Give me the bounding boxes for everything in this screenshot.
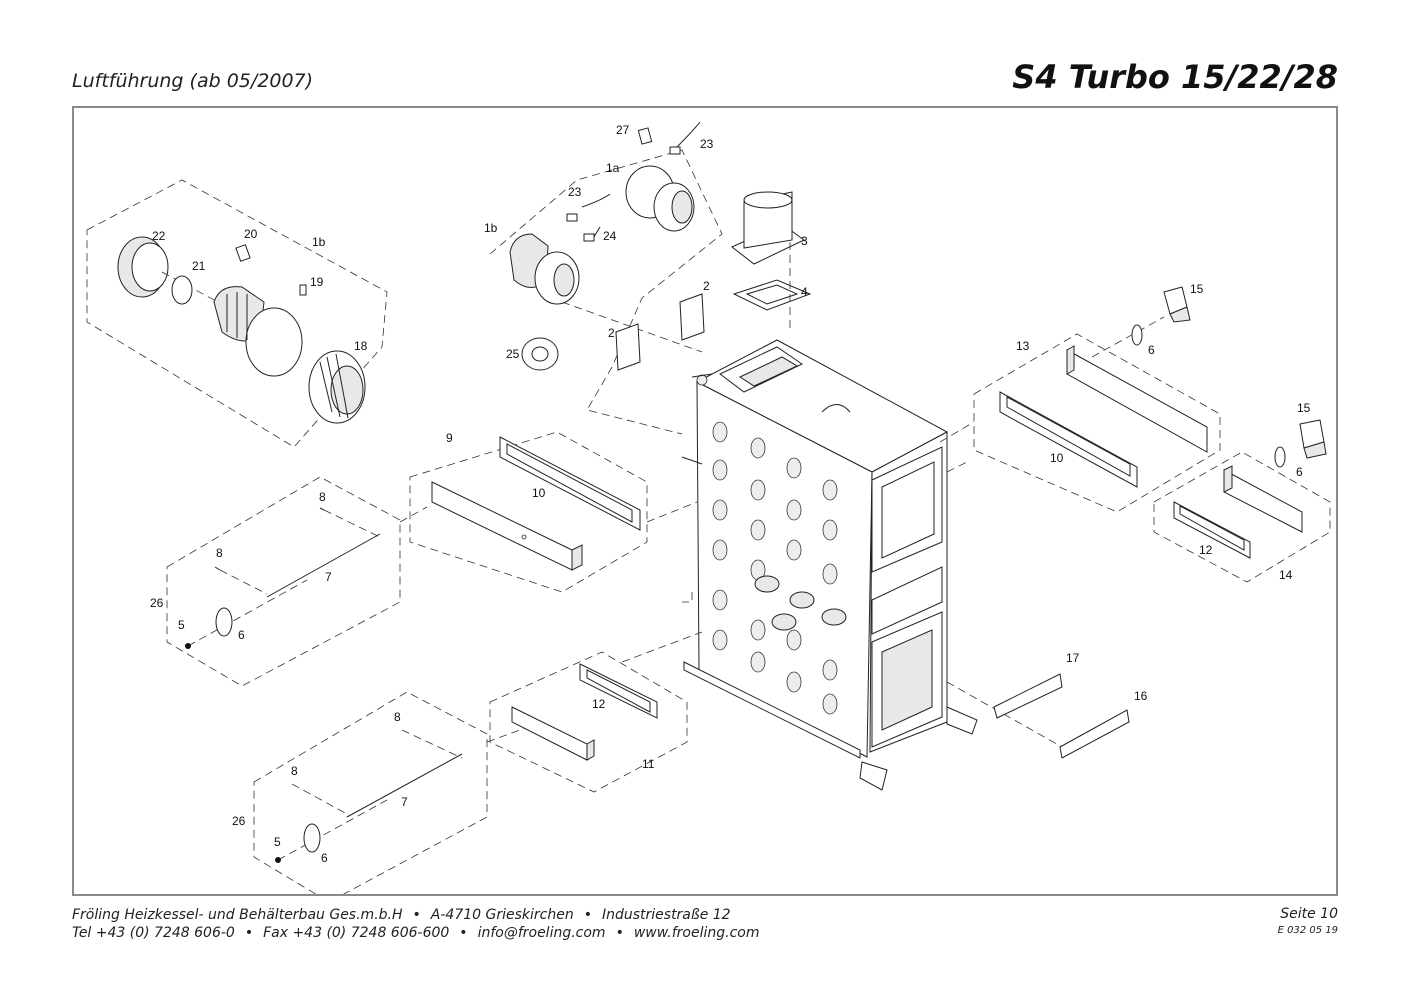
cover-plates-2-25 [521, 293, 705, 371]
bullet: • [615, 925, 624, 941]
strips-16-17 [946, 673, 1130, 759]
footer-line-2: Tel +43 (0) 7248 606-0 • Fax +43 (0) 7248 … [72, 924, 760, 942]
rod-group-26-lower [253, 691, 543, 894]
document-code: E 032 05 19 [1277, 925, 1338, 936]
label-8d: 8 [291, 764, 298, 778]
label-6c: 6 [238, 628, 245, 642]
label-9: 9 [446, 431, 453, 445]
company-street: Industriestraße 12 [601, 907, 731, 923]
label-1b-center: 1b [484, 221, 498, 235]
company-name: Fröling Heizkessel- und Behälterbau Ges.… [72, 907, 403, 923]
label-8a: 8 [319, 490, 326, 504]
label-12-center: 12 [592, 697, 606, 711]
bullet: • [412, 907, 421, 923]
exploded-view-drawing: 27 23 1a 23 1b 24 3 22 20 1b 21 19 18 2 … [86, 121, 1331, 894]
label-6a: 6 [1148, 343, 1155, 357]
label-8c: 8 [394, 710, 401, 724]
footer-line-1: Fröling Heizkessel- und Behälterbau Ges.… [72, 906, 760, 924]
company-tel: Tel +43 (0) 7248 606-0 [72, 925, 235, 941]
exploded-view-frame: 27 23 1a 23 1b 24 3 22 20 1b 21 19 18 2 … [72, 106, 1338, 896]
label-17: 17 [1066, 651, 1080, 665]
label-13: 13 [1016, 339, 1030, 353]
position-labels: 27 23 1a 23 1b 24 3 22 20 1b 21 19 18 2 … [150, 123, 1311, 865]
label-15a: 15 [1190, 282, 1204, 296]
company-fax: Fax +43 (0) 7248 606-600 [263, 925, 450, 941]
label-15b: 15 [1297, 401, 1311, 415]
label-14: 14 [1279, 568, 1293, 582]
frame-group-9-10 [399, 431, 698, 593]
label-1b-left: 1b [312, 235, 326, 249]
label-16: 16 [1134, 689, 1148, 703]
label-24: 24 [603, 229, 617, 243]
label-11: 11 [642, 757, 655, 771]
label-26b: 26 [232, 814, 246, 828]
footer-company-info: Fröling Heizkessel- und Behälterbau Ges.… [72, 906, 760, 942]
fan-group-top-center [489, 121, 723, 435]
label-20: 20 [244, 227, 258, 241]
label-23b: 23 [568, 185, 582, 199]
company-email: info@froeling.com [477, 925, 606, 941]
drawing-title: S4 Turbo 15/22/28 [1012, 58, 1338, 96]
bullet: • [583, 907, 592, 923]
frame-group-13-10 [939, 286, 1221, 513]
bullet: • [459, 925, 468, 941]
frame-group-14-12 [946, 419, 1331, 583]
label-10-left: 10 [532, 486, 546, 500]
label-12-right: 12 [1199, 543, 1213, 557]
label-1a: 1a [606, 161, 620, 175]
fan-group-1b-left [86, 179, 388, 448]
frame-group-11-12 [489, 631, 703, 793]
boiler-body [681, 339, 978, 791]
label-7b: 7 [401, 795, 408, 809]
company-address: A-4710 Grieskirchen [430, 907, 574, 923]
label-3: 3 [801, 234, 808, 248]
label-4: 4 [801, 285, 808, 299]
label-10-right: 10 [1050, 451, 1064, 465]
label-6d: 6 [321, 851, 328, 865]
label-7a: 7 [325, 570, 332, 584]
label-6b: 6 [1296, 465, 1303, 479]
bullet: • [244, 925, 254, 941]
label-8b: 8 [216, 546, 223, 560]
label-5b: 5 [274, 835, 281, 849]
label-23a: 23 [700, 137, 714, 151]
company-web: www.froeling.com [633, 925, 760, 941]
label-19: 19 [310, 275, 324, 289]
rod-group-26-upper [166, 476, 401, 687]
page-number: Seite 10 [1280, 906, 1338, 922]
drawing-subtitle: Luftführung (ab 05/2007) [72, 70, 314, 92]
label-27: 27 [616, 123, 630, 137]
footer-page-info: Seite 10 E 032 05 19 [1278, 906, 1338, 936]
label-22: 22 [152, 229, 166, 243]
label-5a: 5 [178, 618, 185, 632]
label-21: 21 [192, 259, 206, 273]
label-25: 25 [506, 347, 520, 361]
boiler-front-holes [712, 421, 847, 715]
duct-part-3-4 [731, 191, 812, 332]
label-26a: 26 [150, 596, 164, 610]
label-2a: 2 [703, 279, 710, 293]
label-2b: 2 [608, 326, 615, 340]
label-18: 18 [354, 339, 368, 353]
